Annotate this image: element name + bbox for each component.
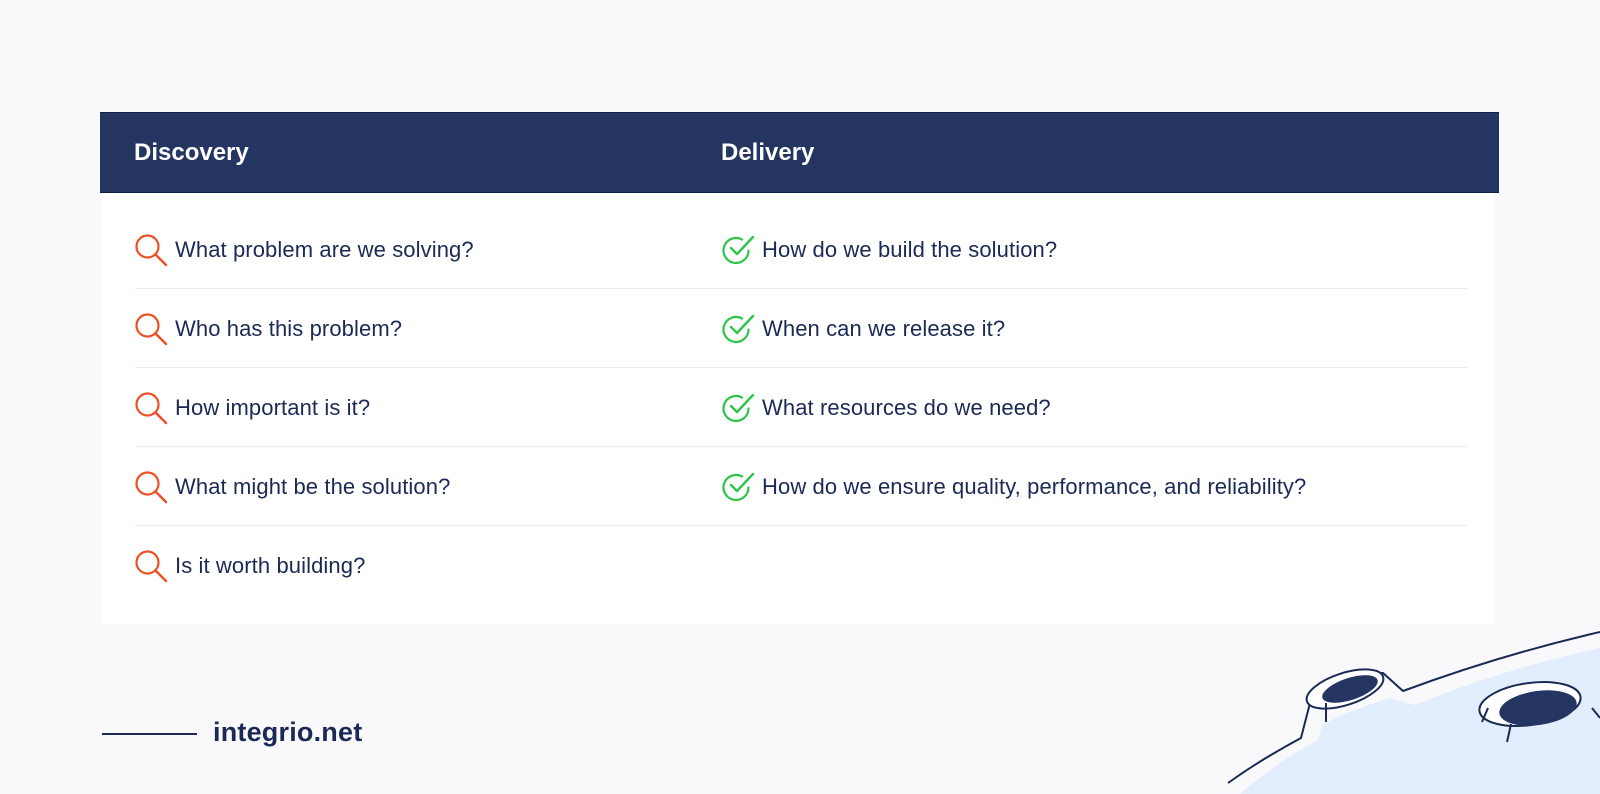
delivery-item-text: How do we build the solution? [762,236,1058,262]
delivery-item: What resources do we need? [722,368,1051,447]
delivery-item-text: When can we release it? [762,315,1006,341]
search-icon [135,233,168,266]
search-icon [135,312,168,345]
discovery-item: Who has this problem? [135,289,402,368]
delivery-item-text: How do we ensure quality, performance, a… [762,473,1307,499]
check-circle-icon [722,393,755,422]
discovery-item-text: How important is it? [175,394,371,420]
discovery-item: What problem are we solving? [135,210,474,289]
search-icon [135,549,168,582]
column-header-discovery: Discovery [134,139,249,166]
discovery-item-text: What might be the solution? [175,473,451,499]
column-header-delivery: Delivery [721,139,815,166]
decorative-planet-illustration-icon [1227,631,1600,794]
discovery-item: What might be the solution? [135,447,450,526]
delivery-item-text: What resources do we need? [762,394,1051,420]
search-icon [135,391,168,424]
discovery-item-text: Is it worth building? [175,552,366,578]
table-row: What problem are we solving? How do we b… [135,210,1467,289]
delivery-item: How do we ensure quality, performance, a… [722,447,1306,526]
delivery-item: When can we release it? [722,289,1005,368]
search-icon [135,470,168,503]
footer-divider [102,733,197,735]
table-row: Who has this problem? When can we releas… [135,289,1467,368]
table-row: What might be the solution? How do we en… [135,447,1467,526]
table-row: How important is it? What resources do w… [135,368,1467,447]
delivery-item: How do we build the solution? [722,210,1057,289]
table-body: What problem are we solving? How do we b… [135,210,1467,605]
discovery-item-text: What problem are we solving? [175,236,474,262]
check-circle-icon [722,235,755,264]
comparison-card [102,112,1495,624]
discovery-item: Is it worth building? [135,526,365,605]
brand-link[interactable]: integrio.net [213,717,363,747]
check-circle-icon [722,314,755,343]
discovery-item-text: Who has this problem? [175,315,403,341]
check-circle-icon [722,472,755,501]
discovery-item: How important is it? [135,368,370,447]
table-header: Discovery Delivery [100,112,1499,193]
table-row: Is it worth building? [135,526,1467,605]
